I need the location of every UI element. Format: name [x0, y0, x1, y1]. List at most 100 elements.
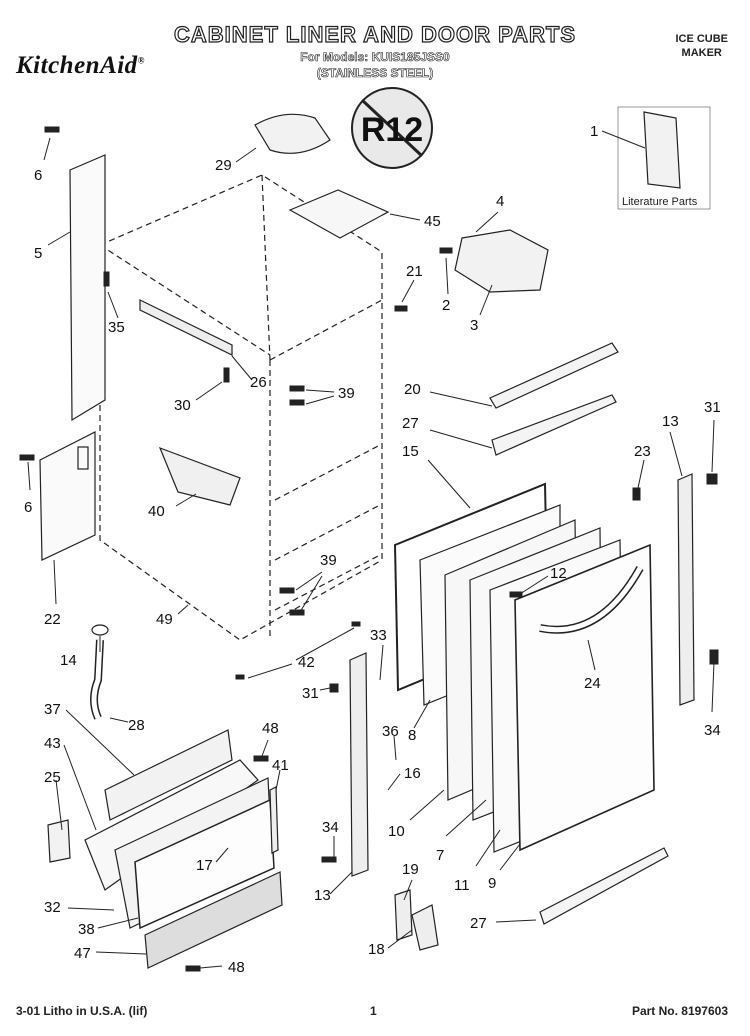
callout-47: 47: [74, 945, 91, 962]
screw-icon: [632, 487, 641, 501]
brand-logo: KitchenAid®: [16, 52, 145, 79]
callout-24: 24: [584, 675, 601, 692]
callout-9: 9: [488, 875, 496, 892]
callout-13: 13: [314, 887, 331, 904]
r12-text: R12: [361, 111, 423, 149]
shelf-rail-upper: [489, 342, 619, 409]
callout-38: 38: [78, 921, 95, 938]
screw-icon: [351, 621, 361, 627]
callout-6: 6: [34, 167, 42, 184]
screw-icon: [289, 609, 305, 616]
screw-icon: [289, 385, 305, 392]
callout-37: 37: [44, 701, 61, 718]
screw-icon: [19, 454, 35, 461]
callout-7: 7: [436, 847, 444, 864]
gasket-strip: [269, 786, 279, 854]
screw-icon: [235, 674, 245, 680]
outer-door: [514, 543, 655, 852]
callout-3: 3: [470, 317, 478, 334]
corner-line-2: MAKER: [681, 47, 722, 59]
shelf-rail-lower: [491, 394, 617, 456]
r12-badge: R12: [351, 87, 433, 169]
callout-48: 48: [228, 959, 245, 976]
callout-18: 18: [368, 941, 385, 958]
kickplate-front: [134, 798, 275, 930]
callout-17: 17: [196, 857, 213, 874]
callout-1: 1: [590, 123, 598, 140]
screw-icon: [439, 247, 453, 254]
callout-35: 35: [108, 319, 125, 336]
callout-15: 15: [402, 443, 419, 460]
callout-49: 49: [156, 611, 173, 628]
callout-2: 2: [442, 297, 450, 314]
ice-bucket-tray: [454, 229, 549, 293]
callout-11: 11: [454, 877, 470, 894]
hinge-bar-left: [349, 652, 369, 877]
callout-27: 27: [470, 915, 487, 932]
callout-29: 29: [215, 157, 232, 174]
screw-icon: [279, 587, 295, 594]
footer-part-number: Part No. 8197603: [631, 1004, 728, 1018]
footer-litho: 3-01 Litho in U.S.A. (lif): [16, 1004, 148, 1018]
callout-34: 34: [322, 819, 339, 836]
callout-14: 14: [60, 652, 77, 669]
callout-13: 13: [662, 413, 679, 430]
corner-label: ICE CUBE MAKER: [675, 32, 728, 60]
callout-45: 45: [424, 213, 441, 230]
callout-16: 16: [404, 765, 421, 782]
kickplate-grille: [144, 871, 283, 969]
screw-icon: [321, 856, 337, 863]
top-rail: [139, 299, 233, 356]
clip-icon: [706, 473, 718, 485]
screw-icon: [289, 399, 305, 406]
callout-27: 27: [402, 415, 419, 432]
insulation-sheet: [288, 189, 390, 239]
callout-25: 25: [44, 769, 61, 786]
callout-26: 26: [250, 374, 267, 391]
footer-page-number: 1: [370, 1004, 377, 1018]
callout-22: 22: [44, 611, 61, 628]
callout-8: 8: [408, 727, 416, 744]
screw-icon: [44, 126, 60, 133]
callout-23: 23: [634, 443, 651, 460]
corner-line-1: ICE CUBE: [675, 33, 728, 45]
callout-4: 4: [496, 193, 504, 210]
callout-34: 34: [704, 722, 721, 739]
screw-icon: [509, 591, 523, 598]
screw-icon: [185, 965, 201, 972]
callout-39: 39: [338, 385, 355, 402]
cabinet-body: [99, 174, 383, 641]
screw-icon: [253, 755, 269, 762]
callout-39: 39: [320, 552, 337, 569]
hinge-plate: [411, 904, 439, 951]
hinge-bar-right: [677, 473, 695, 706]
literature-parts-label: Literature Parts: [622, 196, 698, 208]
evaporator-cover: [158, 446, 241, 506]
side-liner-panel: [69, 154, 106, 422]
top-cover-part: [254, 113, 331, 154]
callout-31: 31: [302, 685, 319, 702]
screw-icon: [223, 367, 230, 383]
callout-30: 30: [174, 397, 191, 414]
lower-side-panel: [39, 431, 96, 561]
callout-19: 19: [402, 861, 419, 878]
models-line: For Models: KUIS185JSS0: [300, 50, 450, 65]
literature-booklet: [617, 106, 711, 210]
callout-28: 28: [128, 717, 145, 734]
callout-41: 41: [272, 757, 289, 774]
page-title: CABINET LINER AND DOOR PARTS: [173, 21, 576, 47]
callout-32: 32: [44, 899, 61, 916]
callout-21: 21: [406, 263, 423, 280]
brand-name: KitchenAid: [16, 52, 138, 79]
callout-40: 40: [148, 503, 165, 520]
panel-slot: [77, 446, 89, 470]
callout-33: 33: [370, 627, 387, 644]
finish-line: (STAINLESS STEEL): [316, 66, 434, 81]
callout-6: 6: [24, 499, 32, 516]
screw-icon: [394, 305, 408, 312]
hinge-bracket: [394, 889, 413, 941]
clip-icon: [329, 683, 339, 693]
drain-pan-clip: [47, 819, 71, 863]
callout-20: 20: [404, 381, 421, 398]
